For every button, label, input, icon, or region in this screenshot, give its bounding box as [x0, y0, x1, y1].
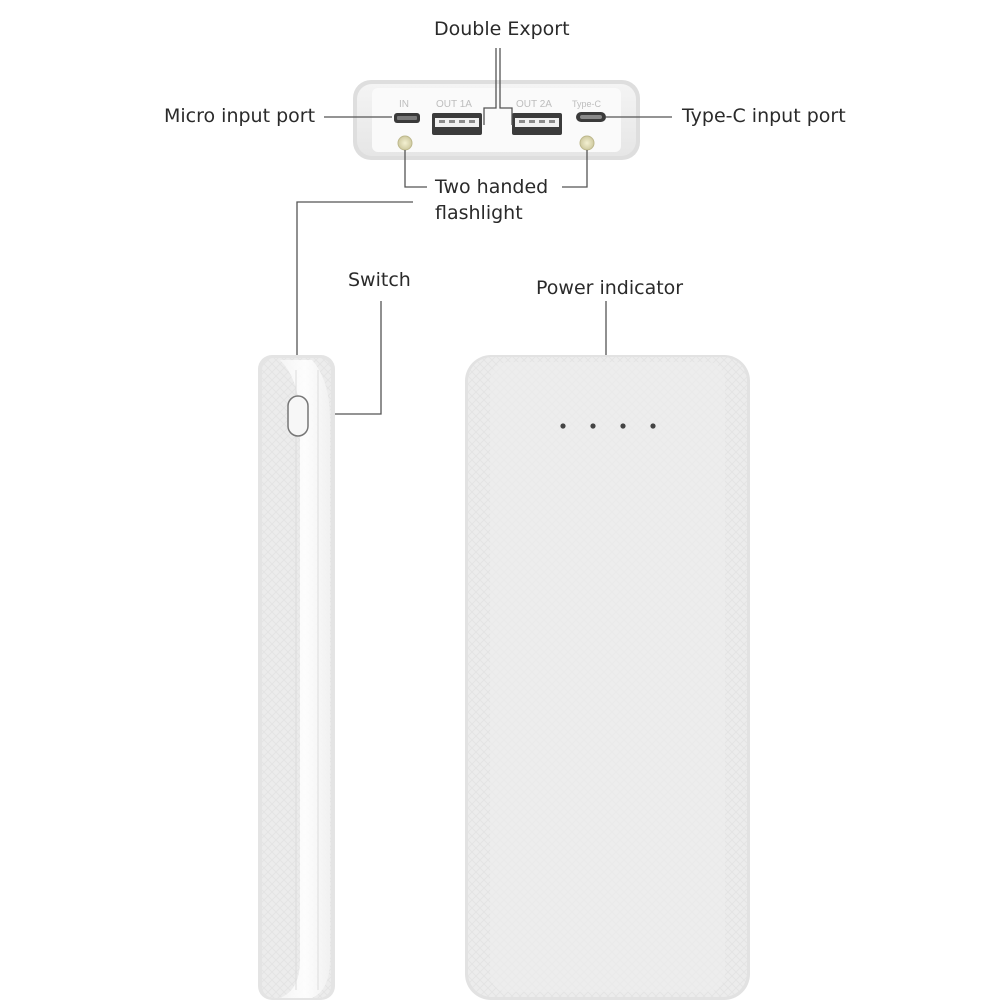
- flashlight-right-icon: [579, 135, 595, 151]
- usb-port-2-pin: [529, 120, 535, 123]
- usb-port-1-pin: [449, 120, 455, 123]
- flashlight-leader-right: [562, 150, 588, 188]
- top-panel: [353, 80, 640, 160]
- usb-port-2-pin: [549, 120, 555, 123]
- label-switch: Switch: [348, 269, 411, 291]
- port-label-in: IN: [399, 99, 409, 110]
- side-view: [258, 355, 335, 1000]
- usb-port-2-pin: [519, 120, 525, 123]
- label-flashlight-line2: flashlight: [435, 202, 523, 224]
- port-label-typec: Type-C: [572, 99, 602, 109]
- flashlight-left-icon: [397, 135, 413, 151]
- label-double-export: Double Export: [434, 18, 570, 40]
- usb-port-1-tongue: [435, 118, 479, 127]
- power-indicator-led: [650, 423, 656, 429]
- usb-port-2-tongue: [515, 118, 559, 127]
- label-type-c-input-port: Type-C input port: [682, 105, 846, 127]
- label-flashlight-line1: Two handed: [435, 176, 549, 198]
- port-label-out2: OUT 2A: [516, 99, 552, 110]
- power-indicator-led: [620, 423, 626, 429]
- usb-port-1-pin: [439, 120, 445, 123]
- flashlight-leader-left: [404, 150, 427, 188]
- flashlight-side-leader: [296, 201, 413, 380]
- label-micro-input-port: Micro input port: [164, 105, 316, 127]
- usb-port-1-pin: [459, 120, 465, 123]
- port-label-out1: OUT 1A: [436, 99, 472, 110]
- double-export-leader-right: [499, 48, 513, 125]
- usb-port-2-pin: [539, 120, 545, 123]
- usb-port-1-pin: [469, 120, 475, 123]
- switch-button-icon: [287, 395, 309, 437]
- front-view: [465, 355, 750, 1000]
- power-indicator-led: [560, 423, 566, 429]
- front-view-face: [490, 362, 725, 992]
- label-power-indicator: Power indicator: [536, 277, 684, 299]
- power-indicator-leds: [560, 423, 656, 429]
- type-c-port-inner: [580, 115, 602, 119]
- top-panel-inset: [372, 88, 621, 152]
- double-export-leader-left: [483, 48, 497, 125]
- micro-port-inner: [397, 116, 417, 120]
- power-indicator-led: [590, 423, 596, 429]
